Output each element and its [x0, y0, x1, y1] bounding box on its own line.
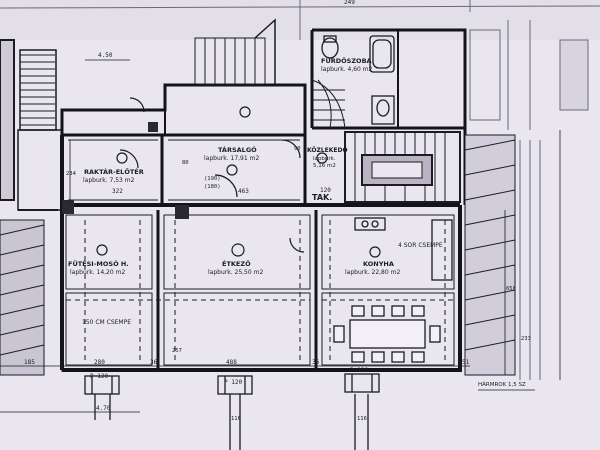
tarsalgo-name: TÁRSALGÓ — [218, 145, 257, 154]
inner-partitions — [65, 139, 455, 366]
dim-180: (180) — [204, 184, 221, 190]
dim-p120a: P 120 — [90, 373, 108, 380]
bottom-openings — [84, 373, 380, 450]
dim-470: 4.70 — [96, 405, 111, 412]
dim-257: 257 — [172, 348, 182, 354]
dashed-lines — [66, 220, 454, 360]
futesi-name: FŰTÉSI-MOSÓ H. — [68, 259, 129, 268]
dim-36a: 36 — [150, 359, 158, 366]
dim-463: 463 — [238, 188, 249, 195]
right-upper-lines — [469, 20, 589, 130]
tarsalgo-area: lapburk. 17,91 m2 — [204, 155, 259, 162]
dim-322: 322 — [112, 188, 123, 195]
structural-columns — [62, 122, 189, 219]
dim-650: 650 — [506, 286, 516, 292]
dim-90: 90 — [294, 146, 301, 152]
dim-190: (190) — [204, 176, 221, 182]
kozlekedo-area: lapburk. — [313, 156, 336, 162]
dim-p120b: P 120 — [224, 379, 242, 386]
kozlekedo-area2: 5,16 m2 — [313, 163, 336, 169]
door-swings — [119, 97, 305, 253]
raktar-name: RAKTÁR-ELŐTÉR — [84, 167, 144, 176]
note-harmrok: HÁRMROK 1,5 SZ — [478, 381, 526, 388]
dim-488: 488 — [226, 359, 237, 366]
dimension-lines — [0, 59, 561, 413]
dim-249: 249 — [344, 0, 355, 6]
outer-walls — [60, 28, 467, 372]
dim-233: 233 — [521, 336, 531, 342]
corner-stair — [311, 79, 346, 129]
note-sor-csempe: 4 SOR CSEMPE — [398, 242, 443, 249]
left-wall-strip — [0, 219, 45, 376]
note-tak: TAK. — [312, 193, 332, 202]
main-staircase — [344, 131, 461, 203]
note-cm-csempe: 150 CM CSEMPE — [82, 319, 131, 326]
etkezo-area: lapburk. 25,50 m2 — [208, 269, 263, 276]
dim-80: 80 — [182, 160, 189, 166]
dim-51: 51 — [462, 359, 470, 366]
bathroom-fixtures — [321, 35, 395, 125]
futesi-area: lapburk. 14,20 m2 — [70, 269, 125, 276]
konyha-area: lapburk. 22,80 m2 — [345, 269, 400, 276]
light-fixtures — [96, 106, 381, 258]
dim-116a: 116 — [231, 416, 241, 422]
dim-450: 4.50 — [98, 52, 113, 59]
center-stair — [194, 18, 276, 85]
dim-36b: 36 — [312, 359, 320, 366]
furdoszoba-name: FÜRDŐSZOBA — [321, 56, 372, 65]
page-fold-lines — [0, 0, 600, 40]
dim-116b: 116 — [357, 416, 367, 422]
etkezo-name: ÉTKEZŐ — [222, 259, 251, 268]
kozlekedo-name: KÖZLEKEDŐ — [307, 147, 348, 154]
dining-table — [333, 305, 441, 363]
kitchen-fixtures — [354, 217, 453, 281]
right-stair-block — [464, 134, 541, 380]
dim-185: 185 — [24, 359, 35, 366]
furdoszoba-area: lapburk. 4,60 m2 — [321, 66, 373, 73]
dim-234: 234 — [66, 171, 77, 177]
dim-p120c: P 120 — [350, 367, 368, 374]
dim-120: 120 — [320, 187, 331, 194]
dim-280: 280 — [94, 359, 105, 366]
raktar-area: lapburk. 7,53 m2 — [83, 177, 135, 184]
konyha-name: KONYHA — [363, 260, 394, 268]
